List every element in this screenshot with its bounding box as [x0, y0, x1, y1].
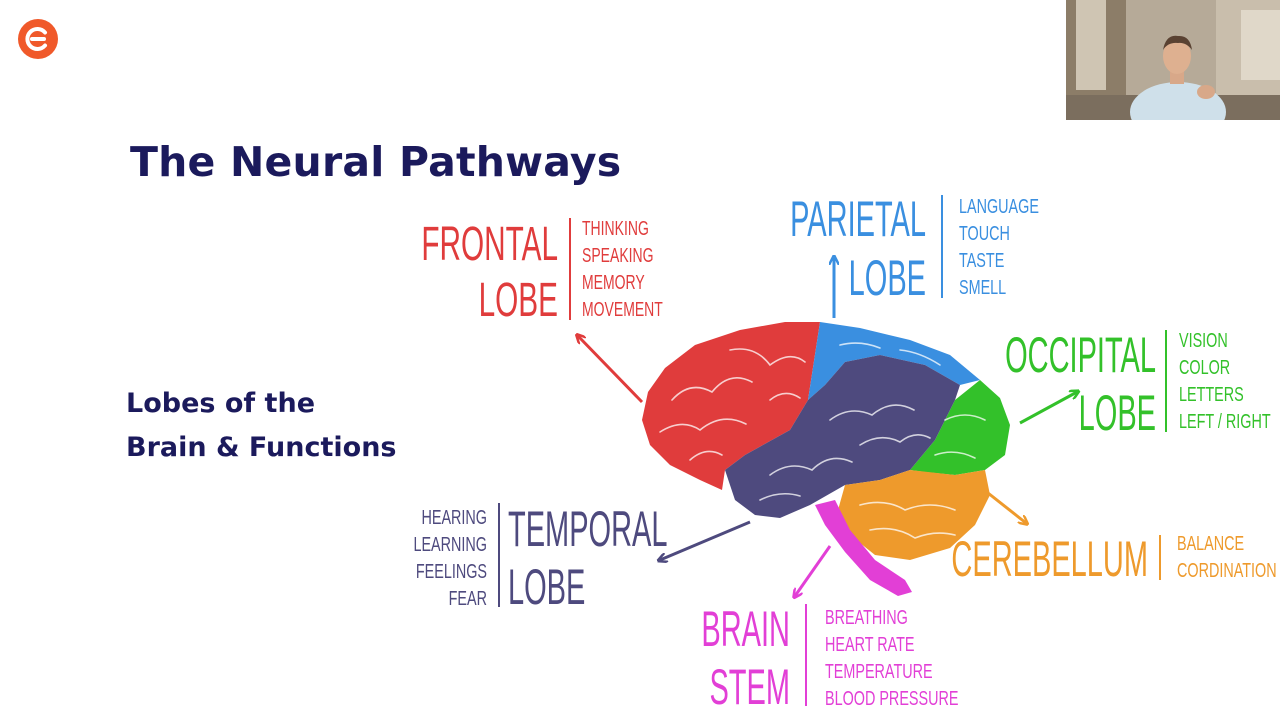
- occipital-lobe-label: OCCIPITAL LOBE VISION COLOR LETTERS LEFT…: [1005, 327, 1271, 441]
- occipital-function-4: LEFT / RIGHT: [1179, 410, 1271, 433]
- parietal-name-2: LOBE: [849, 250, 926, 306]
- frontal-function-1: THINKING: [582, 216, 649, 239]
- brand-logo-icon[interactable]: [18, 19, 58, 59]
- parietal-lobe-label: PARIETAL LOBE LANGUAGE TOUCH TASTE SMELL: [790, 191, 1039, 306]
- subtitle-line-1: Lobes of the: [126, 388, 315, 419]
- brainstem-function-4: BLOOD PRESSURE: [825, 687, 958, 710]
- parietal-function-3: TASTE: [959, 249, 1004, 272]
- brainstem-name-2: STEM: [709, 659, 790, 715]
- brainstem-function-3: TEMPERATURE: [825, 660, 933, 683]
- frontal-name-1: FRONTAL: [421, 218, 558, 271]
- frontal-lobe-label: FRONTAL LOBE THINKING SPEAKING MEMORY MO…: [421, 216, 663, 326]
- brainstem-arrow: [795, 545, 832, 596]
- occipital-name-2: LOBE: [1079, 385, 1156, 441]
- frontal-name-2: LOBE: [479, 274, 558, 327]
- brainstem-function-2: HEART RATE: [825, 633, 915, 656]
- cerebellum-function-1: BALANCE: [1177, 532, 1244, 555]
- parietal-name-1: PARIETAL: [790, 191, 926, 247]
- temporal-function-3: FEELINGS: [416, 560, 487, 583]
- cerebellum-label: CEREBELLUM BALANCE CORDINATION: [951, 531, 1276, 587]
- parietal-function-4: SMELL: [959, 276, 1006, 299]
- presenter-webcam-image: [1066, 0, 1280, 120]
- temporal-function-4: FEAR: [449, 587, 487, 610]
- temporal-function-2: LEARNING: [413, 533, 487, 556]
- frontal-function-4: MOVEMENT: [582, 297, 663, 320]
- subtitle-line-2: Brain & Functions: [126, 432, 397, 463]
- brain-illustration: [642, 322, 1010, 596]
- temporal-lobe-shape: [725, 355, 960, 518]
- cerebellum-function-2: CORDINATION: [1177, 559, 1277, 582]
- slide-title: The Neural Pathways: [130, 138, 622, 186]
- frontal-function-2: SPEAKING: [582, 243, 654, 266]
- brainstem-shape: [815, 500, 912, 596]
- cerebellum-name: CEREBELLUM: [951, 531, 1148, 587]
- parietal-function-2: TOUCH: [959, 222, 1010, 245]
- occipital-function-2: COLOR: [1179, 356, 1230, 379]
- brainstem-function-1: BREATHING: [825, 606, 908, 629]
- temporal-name-1: TEMPORAL: [508, 501, 667, 557]
- occipital-lobe-shape: [910, 380, 1010, 475]
- occipital-function-3: LETTERS: [1179, 383, 1244, 406]
- cerebellum-arrow: [987, 491, 1026, 523]
- temporal-name-2: LOBE: [508, 559, 585, 615]
- temporal-arrow: [660, 520, 751, 560]
- brainstem-label: BRAIN STEM BREATHING HEART RATE TEMPERAT…: [701, 601, 958, 715]
- frontal-function-3: MEMORY: [582, 270, 645, 293]
- cerebellum-shape: [838, 470, 990, 560]
- temporal-function-1: HEARING: [421, 506, 487, 529]
- frontal-lobe-shape: [642, 322, 820, 490]
- presenter-video[interactable]: [1066, 0, 1280, 120]
- parietal-lobe-shape: [808, 322, 980, 400]
- occipital-function-1: VISION: [1179, 329, 1228, 352]
- frontal-arrow: [578, 336, 644, 404]
- brainstem-name-1: BRAIN: [701, 601, 790, 657]
- parietal-function-1: LANGUAGE: [959, 195, 1039, 218]
- slide-subtitle: Lobes of the Brain & Functions: [126, 382, 397, 470]
- occipital-name-1: OCCIPITAL: [1005, 327, 1156, 383]
- occipital-arrow: [1019, 392, 1077, 425]
- temporal-lobe-label: HEARING LEARNING FEELINGS FEAR TEMPORAL …: [413, 501, 667, 615]
